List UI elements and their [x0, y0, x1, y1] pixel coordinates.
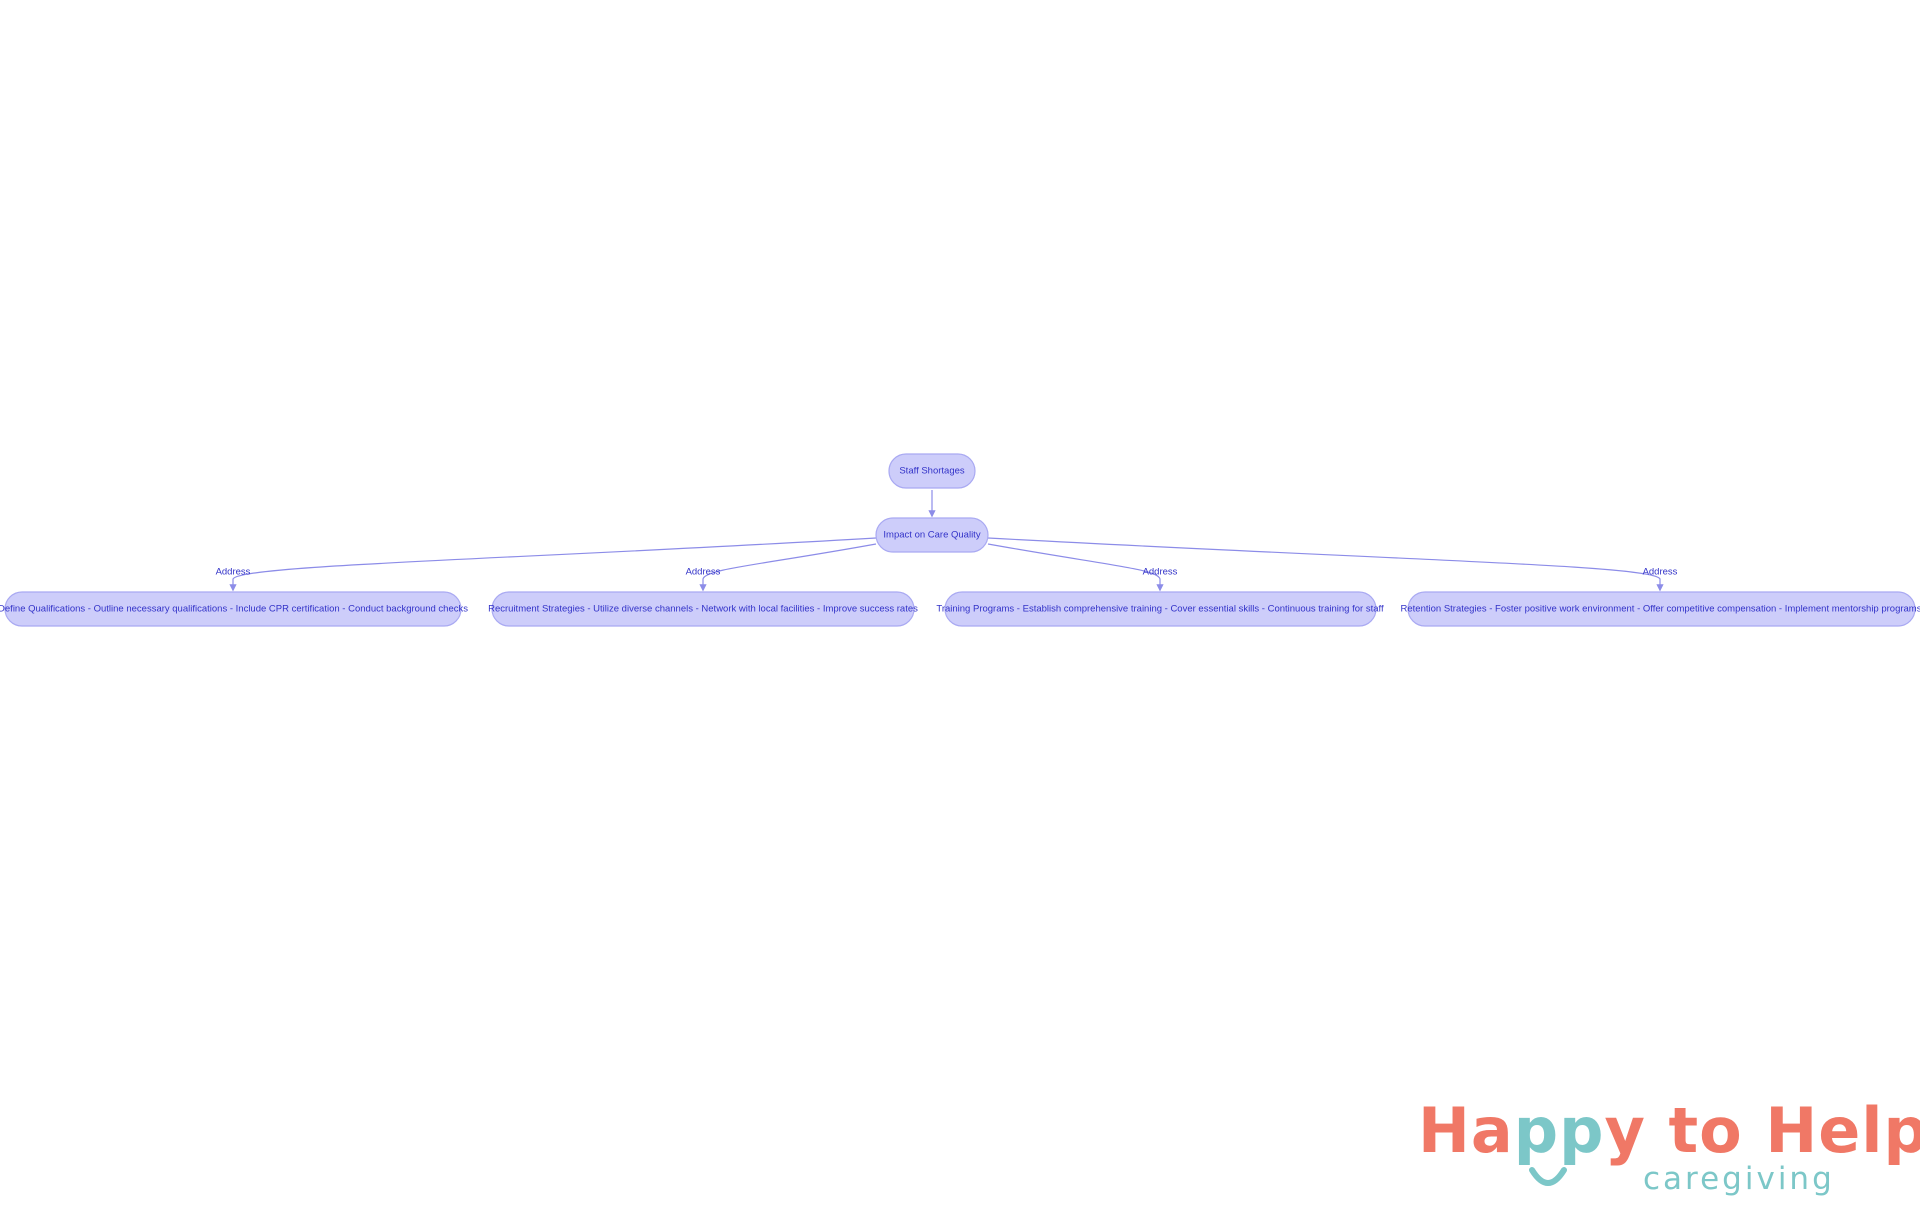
node-retention-strategies: Retention Strategies - Foster positive w… [1401, 591, 1920, 627]
logo-text-pp: pp [1513, 1094, 1605, 1167]
node-label-training-programs: Training Programs - Establish comprehens… [936, 604, 1384, 615]
edge-impact-to-training: Address [987, 543, 1178, 592]
node-label-retention-strategies: Retention Strategies - Foster positive w… [1401, 604, 1920, 615]
node-impact-on-care-quality: Impact on Care Quality [875, 517, 989, 553]
edge-label-training: Address [1143, 567, 1178, 578]
edge-impact-to-qualifications: Address [216, 537, 877, 592]
node-define-qualifications: Define Qualifications - Outline necessar… [0, 591, 468, 627]
logo-text-ha: Ha [1418, 1094, 1514, 1167]
logo-text-y: y [1604, 1094, 1646, 1167]
edge-impact-to-recruitment: Address [686, 543, 877, 592]
edge-impact-to-retention: Address [987, 537, 1678, 592]
node-label-staff-shortages: Staff Shortages [899, 466, 965, 477]
logo-wordmark: Happy to Help [1418, 1100, 1920, 1162]
node-label-impact-on-care-quality: Impact on Care Quality [883, 530, 980, 541]
node-staff-shortages: Staff Shortages [888, 453, 976, 489]
node-label-recruitment-strategies: Recruitment Strategies - Utilize diverse… [488, 604, 918, 615]
node-training-programs: Training Programs - Establish comprehens… [936, 591, 1384, 627]
happy-to-help-logo: Happy to Help caregiving [1418, 1100, 1920, 1205]
smile-icon [1529, 1167, 1567, 1186]
logo-text-to-help: to Help [1645, 1094, 1920, 1167]
edge-label-recruitment: Address [686, 567, 721, 578]
node-label-define-qualifications: Define Qualifications - Outline necessar… [0, 604, 468, 615]
logo-subtitle: caregiving [1643, 1161, 1835, 1197]
node-recruitment-strategies: Recruitment Strategies - Utilize diverse… [488, 591, 918, 627]
edge-label-retention: Address [1643, 567, 1678, 578]
edge-label-qualifications: Address [216, 567, 251, 578]
